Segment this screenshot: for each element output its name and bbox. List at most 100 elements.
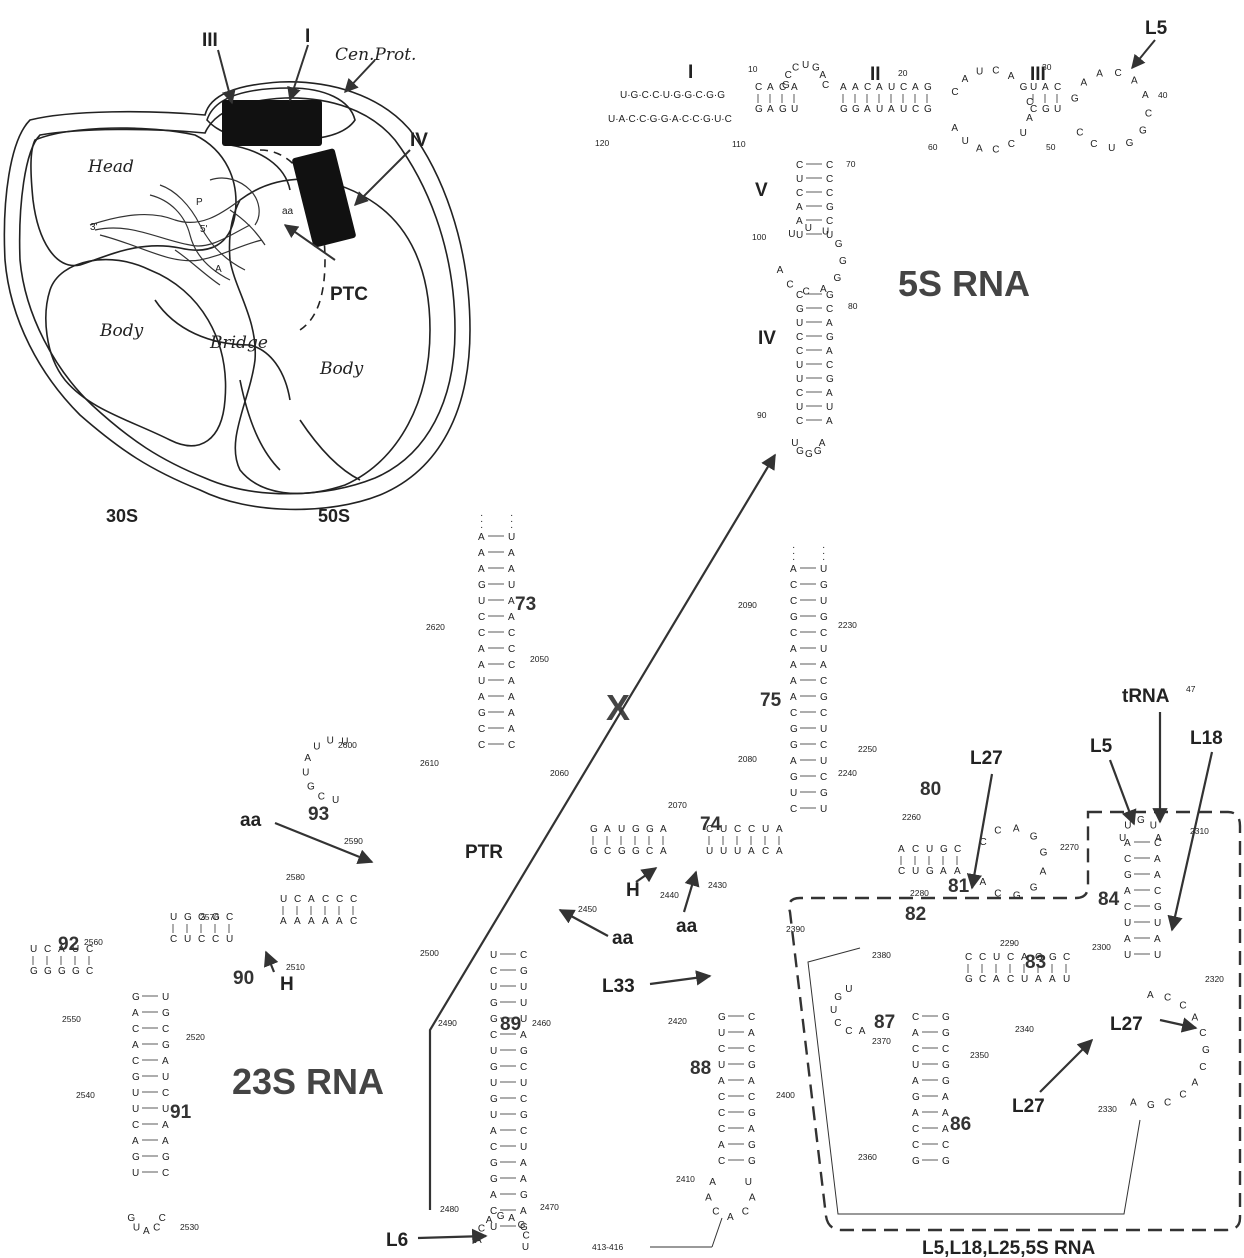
nucleotide: A xyxy=(859,1026,866,1037)
nucleotide: G xyxy=(590,824,598,835)
nucleotide: · xyxy=(510,510,513,521)
nucleotide: A xyxy=(826,318,833,329)
nucleotide: A xyxy=(143,1226,150,1237)
nucleotide: U xyxy=(788,229,795,240)
nucleotide: C xyxy=(1054,82,1061,93)
nucleotide: G xyxy=(924,82,932,93)
arrow-aa-74 xyxy=(682,870,700,913)
nucleotide: A xyxy=(826,388,833,399)
nucleotide: G xyxy=(852,104,860,115)
nucleotide: U xyxy=(790,788,797,799)
nucleotide: U xyxy=(876,104,883,115)
rna-5s: I II III V IV L5 U·G·C·C·U·G·G·C·G·G U·A… xyxy=(595,18,1168,460)
nucleotide: A xyxy=(951,123,958,134)
num-5s-50: 50 xyxy=(1046,142,1056,152)
nucleotide: G xyxy=(814,446,822,457)
nucleotide: G xyxy=(127,1213,135,1224)
nucleotide: C xyxy=(294,894,301,905)
nucleotide: G xyxy=(942,1012,950,1023)
num-2390: 2390 xyxy=(786,924,805,934)
num-2350: 2350 xyxy=(970,1050,989,1060)
nucleotide: G xyxy=(478,580,486,591)
nucleotide: A xyxy=(790,660,797,671)
nucleotide: C xyxy=(478,612,485,623)
head-label: Head xyxy=(87,157,134,177)
nucleotide: G xyxy=(1042,104,1050,115)
nucleotide: G xyxy=(490,1094,498,1105)
num-2300: 2300 xyxy=(1092,942,1111,952)
nucleotide: G xyxy=(1035,952,1043,963)
nucleotide: C xyxy=(478,740,485,751)
nucleotide: C xyxy=(478,1224,485,1235)
nucleotide: U xyxy=(976,67,983,78)
nucleotide: U xyxy=(826,402,833,413)
nucleotide: G xyxy=(826,290,834,301)
nucleotide: A xyxy=(1081,78,1088,89)
nucleotide: U xyxy=(1124,950,1131,961)
nucleotide: G xyxy=(618,846,626,857)
nucleotide: C xyxy=(170,934,177,945)
nucleotide: G xyxy=(748,1156,756,1167)
nucleotide: A xyxy=(748,846,755,857)
nucleotide: C xyxy=(942,1044,949,1055)
nucleotide: C xyxy=(318,791,325,802)
nucleotide: C xyxy=(912,1012,919,1023)
nucleotide: G xyxy=(490,1062,498,1073)
nucleotide: U xyxy=(520,998,527,1009)
nucleotide: A xyxy=(776,824,783,835)
nucleotide: C xyxy=(820,676,827,687)
nucleotide: · xyxy=(792,554,795,565)
nucleotide: C xyxy=(132,1056,139,1067)
nucleotide: C xyxy=(786,280,793,291)
nucleotide: A xyxy=(840,82,847,93)
nucleotide: A xyxy=(520,1174,527,1185)
nucleotide: C xyxy=(796,346,803,357)
nucleotide: C xyxy=(490,1206,497,1217)
nucleotide: C xyxy=(1164,1097,1171,1108)
nucleotide: U xyxy=(962,136,969,147)
nucleotide: G xyxy=(198,912,206,923)
nucleotide: G xyxy=(490,998,498,1009)
arrow-H-74 xyxy=(635,867,658,883)
arrow-L27-top xyxy=(966,773,994,890)
nucleotide: C xyxy=(748,1092,755,1103)
nucleotide: C xyxy=(520,950,527,961)
nucleotide: A xyxy=(1154,854,1161,865)
nucleotide: C xyxy=(826,216,833,227)
num-5s-20: 20 xyxy=(898,68,908,78)
nucleotide: A xyxy=(1026,113,1033,124)
nucleotide: A xyxy=(308,894,315,905)
nucleotide: A xyxy=(876,82,883,93)
nucleotide: G xyxy=(520,966,528,977)
nucleotide: C xyxy=(86,966,93,977)
label-L6: L6 xyxy=(386,1230,408,1251)
nucleotide: C xyxy=(520,1062,527,1073)
ptr-label: PTR xyxy=(465,842,503,863)
nucleotide: A xyxy=(790,644,797,655)
site-A: A xyxy=(215,264,222,275)
nucleotide: G xyxy=(590,846,598,857)
nucleotide: C xyxy=(826,174,833,185)
nucleotide: G xyxy=(518,1220,526,1231)
nucleotide: C xyxy=(912,1124,919,1135)
nucleotide: C xyxy=(508,740,515,751)
nucleotide: A xyxy=(508,1213,515,1224)
nucleotide: A xyxy=(705,1192,712,1203)
nucleotide: G xyxy=(632,824,640,835)
nucleotide: C xyxy=(1145,108,1152,119)
nucleotide: A xyxy=(162,1136,169,1147)
num-2370: 2370 xyxy=(872,1036,891,1046)
nucleotide: A xyxy=(132,1040,139,1051)
num-2510: 2510 xyxy=(286,962,305,972)
bridge-label: Bridge xyxy=(209,333,268,353)
helix-92: 92 xyxy=(58,934,79,955)
nucleotide: U xyxy=(820,644,827,655)
nucleotide: C xyxy=(790,580,797,591)
nucleotide: A xyxy=(912,1076,919,1087)
nucleotide: · xyxy=(822,554,825,565)
nucleotide: G xyxy=(1040,848,1048,859)
nucleotide: U xyxy=(30,944,37,955)
nucleotide: C xyxy=(1090,139,1097,150)
nucleotide: C xyxy=(508,644,515,655)
